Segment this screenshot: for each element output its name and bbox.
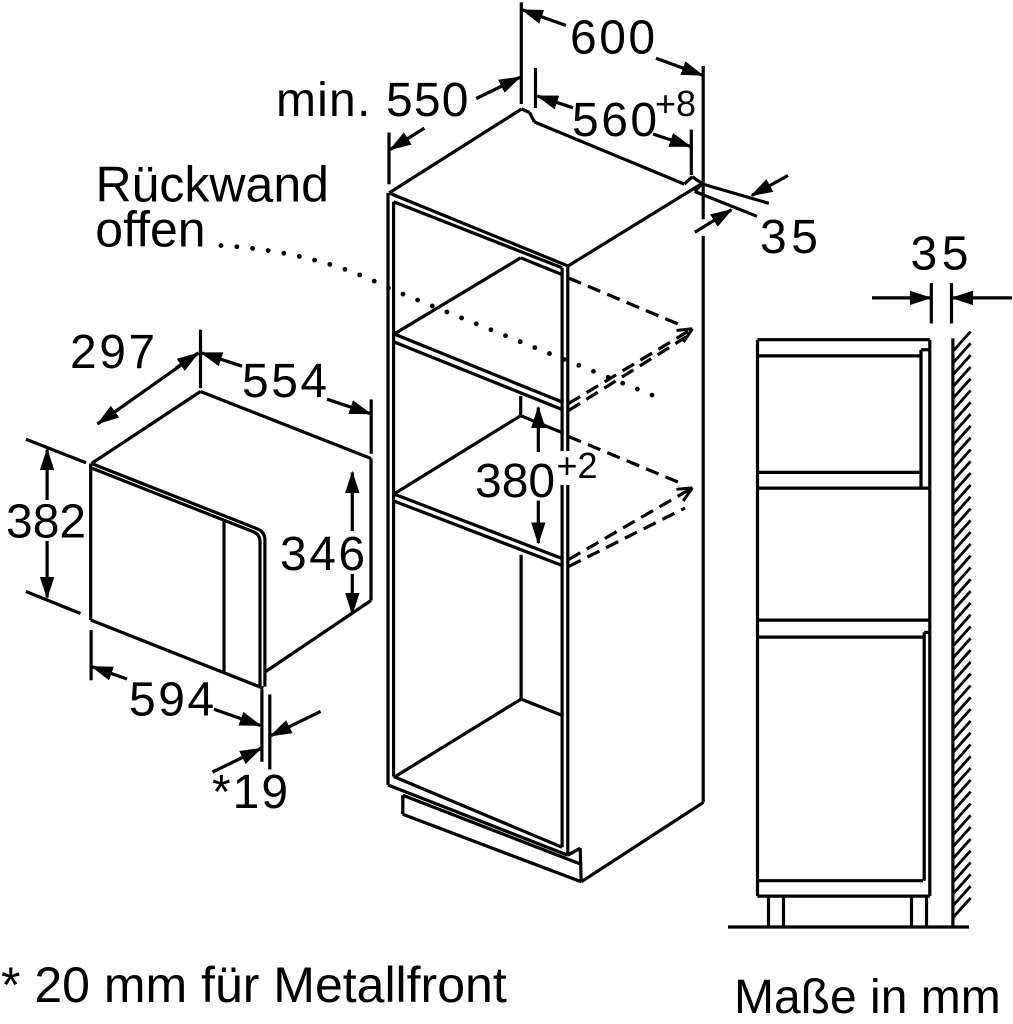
svg-text:+8: +8 [655, 83, 696, 124]
svg-text:35: 35 [760, 211, 822, 264]
svg-text:Rückwand: Rückwand [96, 157, 329, 213]
svg-text:*19: *19 [212, 766, 290, 819]
svg-text:346: 346 [280, 528, 368, 581]
svg-text:594: 594 [129, 674, 217, 727]
svg-text:380: 380 [475, 455, 555, 508]
svg-text:554: 554 [242, 355, 330, 408]
svg-text:297: 297 [70, 326, 158, 379]
svg-text:* 20 mm für Metallfront: * 20 mm für Metallfront [1, 957, 507, 1013]
svg-text:600: 600 [570, 12, 658, 65]
svg-text:+2: +2 [557, 445, 598, 486]
svg-text:560: 560 [572, 94, 660, 147]
svg-text:min. 550: min. 550 [276, 74, 470, 127]
svg-text:35: 35 [911, 228, 973, 281]
svg-text:offen: offen [95, 202, 205, 258]
svg-text:Maße in mm: Maße in mm [734, 971, 1001, 1024]
svg-text:382: 382 [6, 496, 86, 549]
